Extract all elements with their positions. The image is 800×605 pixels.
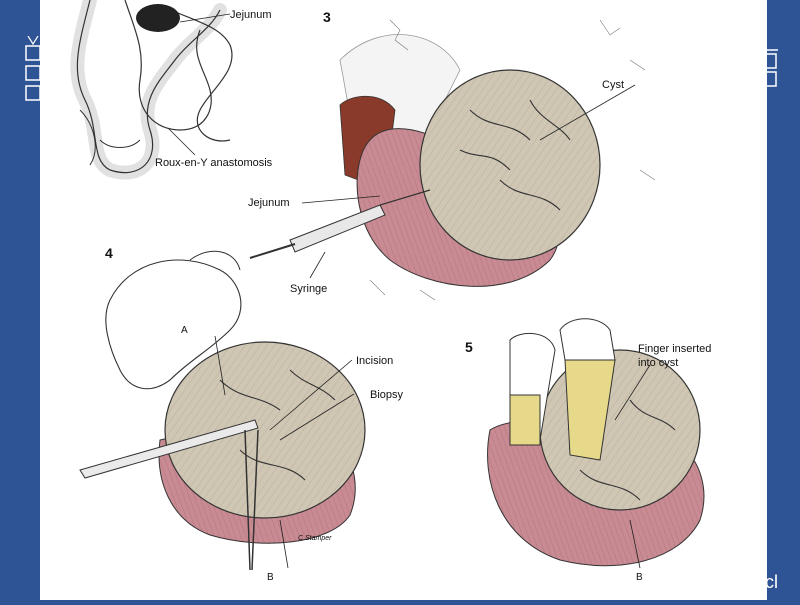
panel-number-4: 4 — [105, 245, 113, 261]
panel-number-5: 5 — [465, 339, 473, 355]
panel-finger-in-cyst — [487, 318, 705, 569]
label-b-marker-panel5: B — [636, 572, 643, 583]
retractor-hand — [105, 259, 242, 390]
label-cyst: Cyst — [602, 79, 624, 91]
syringe — [289, 204, 386, 253]
scalpel — [79, 419, 259, 479]
label-b-marker-panel4: B — [267, 572, 274, 583]
panel-bowel-loops — [70, 0, 233, 180]
bowel-lumen — [136, 4, 180, 32]
glove-finger — [509, 394, 541, 446]
label-syringe: Syringe — [290, 283, 327, 295]
label-jejunum-top: Jejunum — [230, 9, 272, 21]
label-roux-en-y: Roux-en-Y anastomosis — [155, 157, 273, 169]
leader-line — [167, 127, 196, 156]
leader-line — [179, 13, 231, 23]
artist-signature: C Stamper — [298, 535, 332, 542]
surgical-illustration-panel: Jejunum Roux-en-Y anastomosis 3 Cyst Jej… — [40, 0, 767, 600]
label-biopsy: Biopsy — [370, 389, 404, 401]
label-finger-line1: Finger inserted — [638, 343, 711, 355]
surgical-illustration: Jejunum Roux-en-Y anastomosis 3 Cyst Jej… — [70, 0, 711, 583]
panel-number-3: 3 — [323, 9, 331, 25]
label-a-marker: A — [181, 325, 188, 336]
panel-cyst-syringe — [249, 19, 656, 301]
label-finger-line2: into cyst — [638, 357, 678, 369]
label-jejunum-panel3: Jejunum — [248, 197, 290, 209]
panel-incision-biopsy: C Stamper — [79, 250, 366, 571]
label-incision: Incision — [356, 355, 393, 367]
